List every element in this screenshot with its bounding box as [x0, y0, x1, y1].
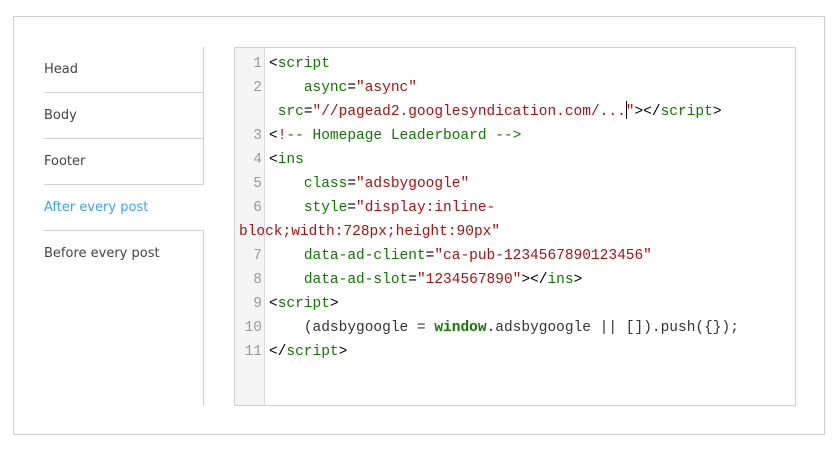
- line-number: 7: [253, 248, 262, 264]
- line-number: 11: [244, 344, 262, 360]
- line-number: 1: [253, 56, 262, 72]
- line-number-gutter: [235, 48, 265, 405]
- code-line: 9 <script>: [235, 292, 795, 316]
- sidebar-divider: [203, 231, 204, 406]
- code-line: 2 async="async": [235, 76, 795, 100]
- line-number: 3: [253, 128, 262, 144]
- line-number: 9: [253, 296, 262, 312]
- sidebar-item-body[interactable]: Body: [44, 93, 204, 139]
- code-line: 11 </script>: [235, 340, 795, 364]
- code-line: 7 data-ad-client="ca-pub-123456789012345…: [235, 244, 795, 268]
- line-number: 2: [253, 80, 262, 96]
- code-line: 6 style="display:inline-: [235, 196, 795, 220]
- sidebar-item-before-every-post[interactable]: Before every post: [44, 246, 160, 261]
- line-number: 10: [244, 320, 262, 336]
- code-line: 3 <!-- Homepage Leaderboard -->: [235, 124, 795, 148]
- line-number: 5: [253, 176, 262, 192]
- code-line: 8 data-ad-slot="1234567890"></ins>: [235, 268, 795, 292]
- line-number: 6: [253, 200, 262, 216]
- sidebar-item-footer[interactable]: Footer: [44, 139, 204, 185]
- code-line-wrapped: block;width:728px;height:90px": [239, 224, 501, 240]
- sidebar-item-head[interactable]: Head: [44, 47, 204, 93]
- code-line: 1 <script: [235, 52, 795, 76]
- code-line: 4 <ins: [235, 148, 795, 172]
- sidebar-divider: [203, 47, 204, 185]
- sidebar-nav: Head Body Footer After every post Before…: [44, 47, 204, 406]
- line-number: 8: [253, 272, 262, 288]
- code-line-wrapped: src="//pagead2.googlesyndication.com/...…: [235, 100, 795, 124]
- code-line: 10 (adsbygoogle = window.adsbygoogle || …: [235, 316, 795, 340]
- text-cursor: [625, 101, 627, 119]
- code-line: 5 class="adsbygoogle": [235, 172, 795, 196]
- sidebar-item-after-every-post[interactable]: After every post: [44, 185, 204, 231]
- settings-panel: [13, 16, 825, 435]
- line-number: 4: [253, 152, 262, 168]
- code-editor[interactable]: 1 <script 2 async="async" src="//pagead2…: [234, 47, 796, 406]
